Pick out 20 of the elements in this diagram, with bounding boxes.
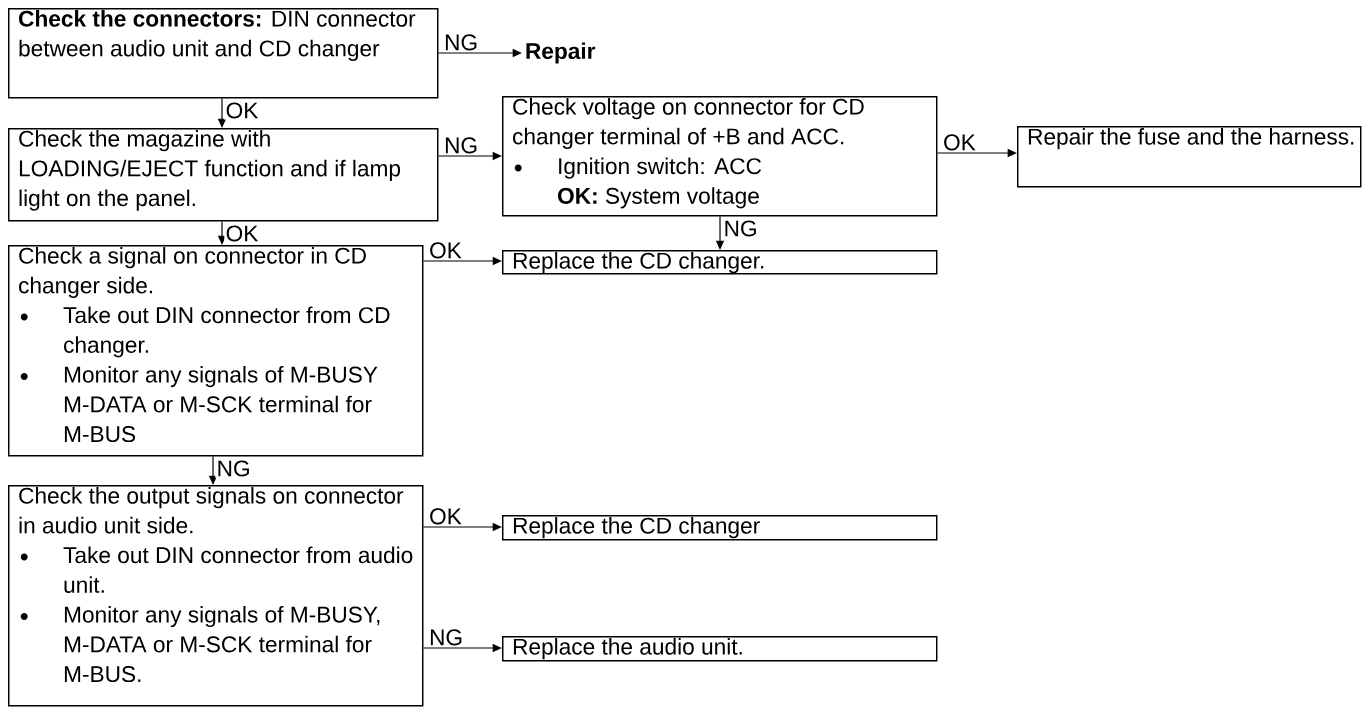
edge-label: NG (725, 220, 756, 237)
edge-label: OK (226, 225, 259, 242)
process-box: Check the output signals on connector in audio unit side. Take out DIN connector from audio unit. Monitor any signals of M-BUSY, M-DATA or M-SCK terminal for M-BUS. (8, 485, 424, 707)
edge-label: NG (445, 137, 477, 154)
process-box: Check the magazine with LOADING/EJECT function and if lamp light on the panel. (8, 128, 439, 222)
edge-label: NG (430, 629, 462, 646)
process-box: Repair the fuse and the harness. (1017, 126, 1362, 188)
process-box: Check voltage on connector for CD changer terminal of +B and ACC. Ignition switch: ACC OK: System voltage (502, 96, 938, 217)
process-box: Replace the CD changer. (502, 250, 938, 275)
edge-label: NG (445, 34, 477, 51)
edge-label: OK (430, 242, 462, 259)
edge-label: NG (218, 460, 249, 477)
process-box: Check the connectors: DIN connector between audio unit and CD changer (8, 8, 439, 99)
edge-label: OK (944, 134, 976, 151)
edge-label: OK (430, 508, 462, 525)
process-box: Replace the audio unit. (502, 636, 938, 662)
process-box: Check a signal on connector in CD changer side. Take out DIN connector from CD changer. Monitor any signals of M-BUSY M-DATA or M-SCK terminal for M-BUS (8, 245, 424, 457)
edge-label: OK (226, 102, 259, 119)
result-text: Repair (526, 42, 596, 64)
process-box: Replace the CD changer (502, 515, 938, 541)
